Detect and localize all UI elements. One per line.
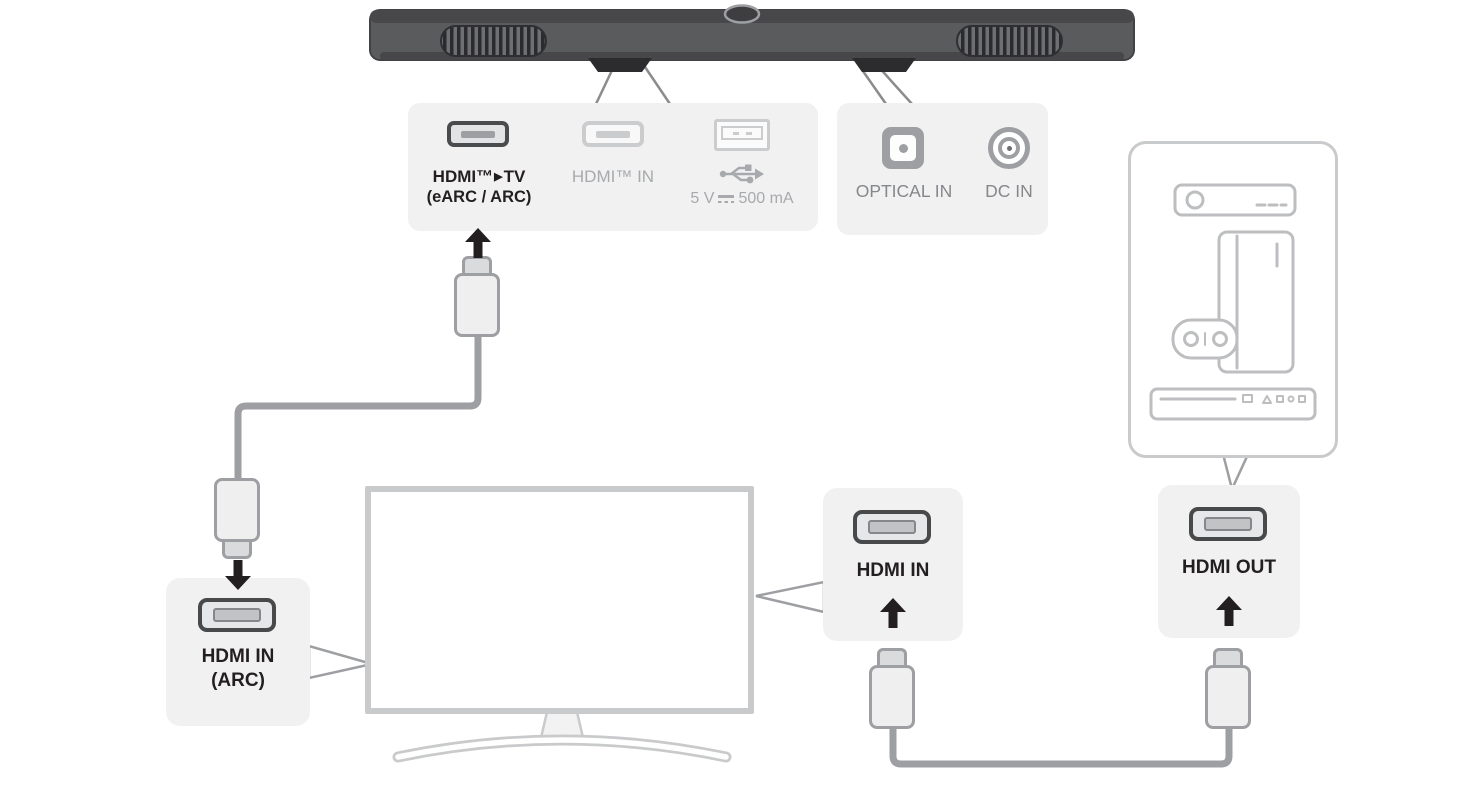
triangle-glyph-icon: ▶ xyxy=(494,171,503,183)
dc-in-label: DC IN xyxy=(985,181,1033,201)
power-ports-panel: OPTICAL IN DC IN xyxy=(837,103,1048,235)
usb-symbol-icon xyxy=(719,164,764,184)
soundbar-body xyxy=(369,9,1135,61)
bluray-player-icon xyxy=(1149,387,1317,421)
hdmi-cable-device-to-tv xyxy=(889,718,1233,768)
hdmi-tv-arc-port-sublabel: (eARC / ARC) xyxy=(426,188,532,206)
tv-arc-panel-label: HDMI IN xyxy=(201,646,275,667)
callout-tail-tv-hdmi-in xyxy=(755,580,826,614)
plug-tip xyxy=(222,542,252,559)
set-top-box-icon xyxy=(1173,183,1297,217)
tv-hdmi-in-label: HDMI IN xyxy=(856,560,930,581)
plug-body xyxy=(214,478,260,542)
hdmi-port-icon xyxy=(1189,507,1267,541)
hdmi-tv-label-suffix: TV xyxy=(503,167,526,186)
tv-hdmi-in-panel: HDMI IN xyxy=(823,488,963,641)
plug-tip xyxy=(462,256,492,273)
hdmi-cable-soundbar-to-tv xyxy=(234,330,482,482)
hdmi-port-icon xyxy=(198,598,276,632)
usb-port-icon xyxy=(714,119,770,151)
callout-lines xyxy=(594,63,913,105)
speaker-grille-right xyxy=(956,25,1063,57)
hdmi-port-icon xyxy=(853,510,931,544)
soundbar-bottom-edge xyxy=(380,52,1124,60)
speaker-grille-left xyxy=(440,25,547,57)
hdmi-plug-connector xyxy=(869,648,915,729)
optical-in-label: OPTICAL IN xyxy=(855,181,953,201)
hdmi-tv-label-prefix: HDMI™ xyxy=(432,167,494,186)
usb-power-label: 5 V 500 mA xyxy=(672,189,812,208)
plug-body xyxy=(454,273,500,337)
external-devices-panel xyxy=(1128,141,1338,458)
plug-body xyxy=(1205,665,1251,729)
soundbar-foot-left xyxy=(588,58,652,72)
callout-tail-arc-panel xyxy=(307,644,373,680)
tv-arc-port-panel: HDMI IN (ARC) xyxy=(166,578,310,726)
optical-in-port-icon xyxy=(882,127,924,169)
device-hdmi-out-panel: HDMI OUT xyxy=(1158,485,1300,638)
dc-in-port-icon xyxy=(988,127,1030,169)
hdmi-tv-arc-port-icon xyxy=(447,121,509,147)
soundbar-foot-right xyxy=(852,58,916,72)
plug-tip xyxy=(877,648,907,665)
plug-tip xyxy=(1213,648,1243,665)
hdmi-plug-connector xyxy=(454,256,500,337)
soundbar-illustration xyxy=(369,4,1135,72)
tv-stand xyxy=(392,710,732,763)
hdmi-plug-connector xyxy=(1205,648,1251,729)
usb-power-prefix: 5 V xyxy=(690,190,715,207)
tv-arc-panel-sublabel: (ARC) xyxy=(211,670,265,691)
plug-body xyxy=(869,665,915,729)
hdmi-in-port-icon xyxy=(582,121,644,147)
soundbar-ports-panel: HDMI™▶TV (eARC / ARC) HDMI™ IN 5 V 500 mA xyxy=(408,103,818,231)
external-devices-icons xyxy=(1149,183,1317,421)
device-hdmi-out-label: HDMI OUT xyxy=(1182,557,1276,578)
usb-power-suffix: 500 mA xyxy=(738,190,794,207)
hdmi-in-port-label: HDMI™ IN xyxy=(571,167,655,186)
soundbar-top-control-icon xyxy=(723,4,761,24)
hdmi-tv-arc-port-label: HDMI™▶TV xyxy=(408,167,550,187)
arrow-up-icon xyxy=(465,228,491,258)
dc-symbol-icon xyxy=(718,193,735,204)
hdmi-plug-connector xyxy=(214,478,260,559)
tv-illustration xyxy=(365,486,754,714)
gamepad-icon xyxy=(1171,318,1239,360)
soundbar-top-edge xyxy=(370,10,1134,23)
